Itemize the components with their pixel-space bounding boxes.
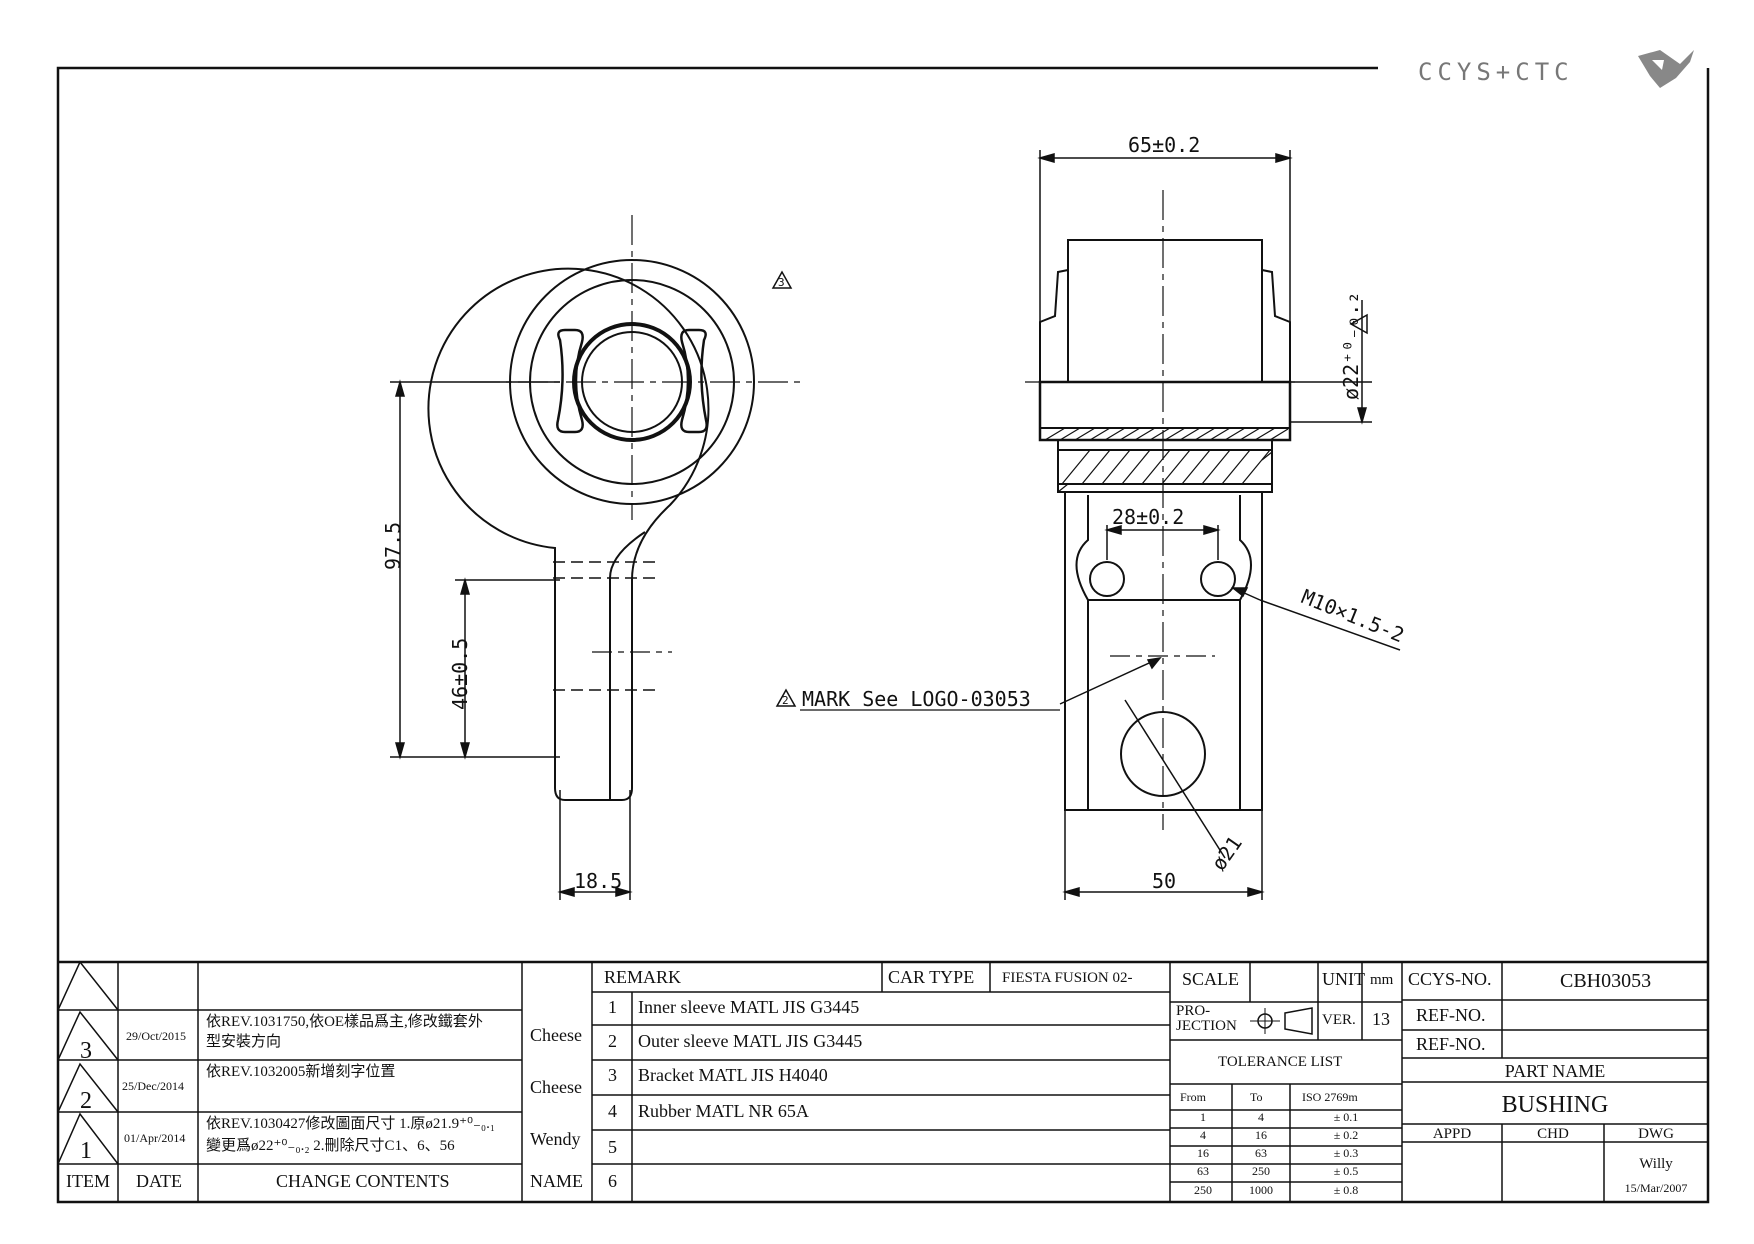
rev-item-2: 2 [80, 1088, 92, 1114]
chd-label: CHD [1537, 1126, 1569, 1142]
brand-logo: CCYS+CTC [1418, 50, 1694, 88]
tol-from-1: 1 [1200, 1110, 1206, 1124]
rev-item-3: 3 [80, 1038, 92, 1064]
ver-value: 13 [1372, 1009, 1390, 1029]
ccys-no-label: CCYS-NO. [1408, 969, 1492, 989]
ref-no-label-1: REF-NO. [1416, 1005, 1486, 1025]
rev-content-3-line1: 依REV.1031750,依OE樣品爲主,修改鐵套外 [206, 1014, 483, 1030]
section-hatching [1044, 427, 1289, 493]
dim-50: 50 [1152, 869, 1176, 893]
rev-marker-3: 3 [771, 270, 793, 289]
ref-no-label-2: REF-NO. [1416, 1034, 1486, 1054]
title-block-grid [57, 960, 1708, 1202]
remark-no-3: 3 [608, 1065, 617, 1085]
rev-date-2: 25/Dec/2014 [122, 1079, 184, 1093]
tol-to-1: 4 [1258, 1110, 1264, 1124]
rev-name-2: Cheese [530, 1077, 582, 1097]
appd-label: APPD [1432, 1126, 1472, 1142]
side-view [427, 215, 800, 801]
dim-97-5: 97.5 [381, 522, 405, 570]
rev-header-contents: CHANGE CONTENTS [276, 1171, 450, 1191]
rev-date-1: 01/Apr/2014 [124, 1131, 186, 1145]
svg-text:CCYS+CTC: CCYS+CTC [1418, 58, 1574, 86]
tol-val-3: ± 0.3 [1333, 1146, 1359, 1160]
remark-text-1: Inner sleeve MATL JIS G3445 [638, 997, 860, 1017]
tol-header-to: To [1250, 1090, 1263, 1104]
svg-text:3: 3 [778, 276, 785, 289]
dim-28: 28±0.2 [1112, 505, 1184, 529]
dim-outer-dia: ø22⁺⁰₋₀.₂ [1339, 292, 1363, 400]
ver-label: VER. [1322, 1012, 1356, 1028]
rev-header-name: NAME [530, 1171, 583, 1191]
scale-label: SCALE [1182, 969, 1240, 989]
tol-from-3: 16 [1197, 1146, 1209, 1160]
tolerance-title: TOLERANCE LIST [1218, 1054, 1343, 1070]
rev-content-3-line2: 型安裝方向 [206, 1034, 282, 1050]
side-view-dims [390, 379, 633, 900]
tol-to-5: 1000 [1249, 1183, 1273, 1197]
remark-no-2: 2 [608, 1031, 617, 1051]
projection-label: PRO-JECTION [1176, 1003, 1237, 1034]
unit-value: mm [1370, 972, 1394, 988]
dim-46: 46±0.5 [448, 638, 472, 710]
dwg-date: 15/Mar/2007 [1624, 1181, 1688, 1195]
sheet-border [56, 66, 1710, 1204]
tol-header-iso: ISO 2769m [1302, 1090, 1358, 1104]
rev-content-1-line2: 變更爲ø22⁺⁰₋₀.₂ 2.刪除尺寸C1、6、56 [206, 1138, 455, 1154]
remark-no-6: 6 [608, 1171, 617, 1191]
dim-65: 65±0.2 [1128, 133, 1200, 157]
remark-text-3: Bracket MATL JIS H4040 [638, 1065, 828, 1085]
mark-note: 2 MARK See LOGO-03053 [775, 687, 1060, 711]
remark-label: REMARK [604, 967, 682, 987]
dim-thread: M10×1.5-2 [1298, 584, 1407, 647]
remark-no-1: 1 [608, 997, 617, 1017]
tol-to-4: 250 [1252, 1164, 1270, 1178]
rev-name-1: Wendy [530, 1129, 581, 1149]
part-name-value: BUSHING [1501, 1092, 1609, 1118]
rev-date-3: 29/Oct/2015 [126, 1029, 186, 1043]
remark-text-2: Outer sleeve MATL JIS G3445 [638, 1031, 863, 1051]
tol-to-3: 63 [1255, 1146, 1267, 1160]
remark-no-4: 4 [608, 1101, 617, 1121]
remark-text-4: Rubber MATL NR 65A [638, 1101, 809, 1121]
tol-from-4: 63 [1197, 1164, 1209, 1178]
rev-marker-dia [1349, 313, 1368, 335]
rev-header-item: ITEM [66, 1171, 110, 1191]
part-name-label: PART NAME [1504, 1061, 1606, 1081]
rev-content-1-line1: 依REV.1030427修改圖面尺寸 1.原ø21.9⁺⁰₋₀.₁ [206, 1116, 496, 1132]
rev-header-date: DATE [136, 1171, 182, 1191]
rev-name-3: Cheese [530, 1025, 582, 1045]
car-type-label: CAR TYPE [888, 967, 975, 987]
rev-content-2-line1: 依REV.1032005新增刻字位置 [206, 1064, 396, 1080]
tol-val-1: ± 0.1 [1333, 1110, 1359, 1124]
dwg-by: Willy [1639, 1156, 1673, 1172]
ccys-no-value: CBH03053 [1560, 970, 1652, 992]
front-view-dims [1037, 150, 1401, 900]
dim-18-5: 18.5 [574, 869, 622, 893]
tol-val-5: ± 0.8 [1333, 1183, 1359, 1197]
tol-to-2: 16 [1255, 1128, 1267, 1142]
remark-no-5: 5 [608, 1137, 617, 1157]
tol-val-2: ± 0.2 [1333, 1128, 1359, 1142]
car-type-value: FIESTA FUSION 02- [1002, 970, 1133, 986]
dwg-label: DWG [1638, 1126, 1674, 1142]
tol-header-from: From [1180, 1090, 1207, 1104]
svg-text:2: 2 [782, 694, 789, 707]
tol-val-4: ± 0.5 [1333, 1164, 1359, 1178]
svg-text:MARK See LOGO-03053: MARK See LOGO-03053 [802, 687, 1031, 711]
front-view [1025, 190, 1300, 830]
tol-from-5: 250 [1194, 1183, 1212, 1197]
rev-item-1: 1 [80, 1138, 92, 1164]
unit-label: UNIT [1322, 969, 1365, 989]
tol-from-2: 4 [1200, 1128, 1206, 1142]
